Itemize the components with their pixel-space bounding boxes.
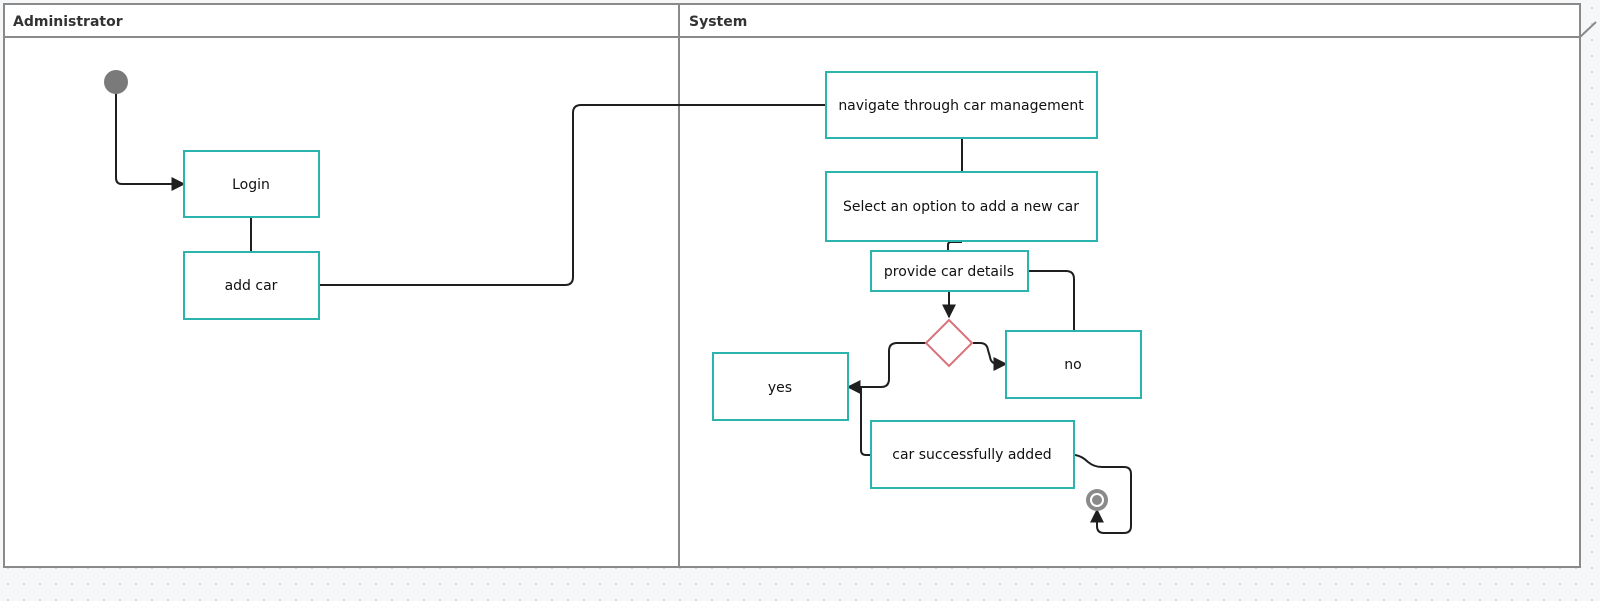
node-add-car[interactable]: add car	[183, 251, 320, 320]
node-label-provide-details: provide car details	[884, 264, 1014, 280]
lane-title-administrator: Administrator	[13, 14, 123, 30]
node-label-navigate: navigate through car management	[838, 98, 1084, 114]
node-label-no: no	[1064, 357, 1081, 373]
node-select-option[interactable]: Select an option to add a new car	[825, 171, 1098, 242]
edges	[115, 92, 1132, 534]
decision-diamond-icon	[924, 318, 974, 368]
edge-decision-to-no	[973, 342, 1008, 371]
node-label-yes: yes	[768, 380, 792, 396]
edge-decision-to-yes	[846, 342, 927, 394]
end-node-icon	[1086, 489, 1108, 511]
edge-success-to-yes	[860, 386, 870, 456]
node-label-add-car: add car	[225, 278, 278, 294]
edge-details-to-no	[1027, 270, 1075, 330]
node-navigate[interactable]: navigate through car management	[825, 71, 1098, 139]
start-node-icon	[104, 70, 128, 94]
lane-title-system: System	[689, 14, 747, 30]
edge-start-to-login	[115, 92, 186, 191]
edge-success-to-end	[1074, 454, 1132, 534]
edge-add-car-to-navigate	[320, 104, 826, 286]
node-provide-details[interactable]: provide car details	[870, 250, 1029, 292]
node-label-success: car successfully added	[892, 447, 1051, 463]
node-success[interactable]: car successfully added	[870, 420, 1075, 489]
node-label-login: Login	[232, 177, 270, 193]
node-yes[interactable]: yes	[712, 352, 849, 421]
node-login[interactable]: Login	[183, 150, 320, 218]
node-label-select-option: Select an option to add a new car	[843, 199, 1079, 215]
node-no[interactable]: no	[1005, 330, 1142, 399]
decision-node[interactable]	[924, 318, 974, 368]
